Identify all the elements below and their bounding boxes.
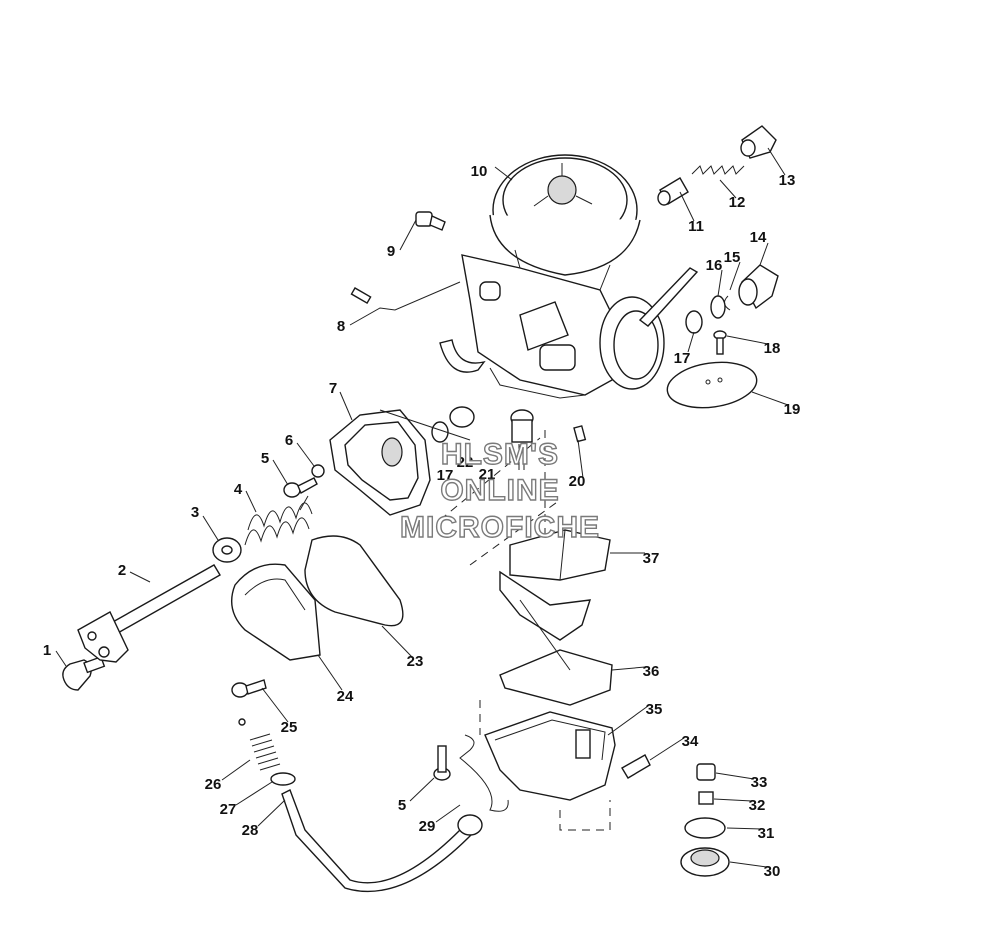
- part-5-screw: [283, 477, 318, 498]
- part-label-p17a: 17: [674, 350, 691, 367]
- part-label-p22: 22: [457, 454, 474, 471]
- part-label-p4: 4: [234, 481, 243, 498]
- watermark-line-1: HLSM'S: [441, 438, 559, 471]
- watermark: HLSM'S ONLINE MICROFICHE: [399, 437, 600, 544]
- part-label-p29: 29: [419, 818, 436, 835]
- part-label-p17b: 17: [437, 467, 454, 484]
- part-label-p36: 36: [643, 663, 660, 680]
- part-23-gasket: [304, 535, 404, 627]
- part-6-washer: [311, 464, 325, 478]
- part-label-p19: 19: [784, 401, 801, 418]
- part-label-p1: 1: [43, 642, 51, 659]
- part-17-ring-b: [431, 421, 449, 443]
- part-label-p14: 14: [750, 229, 767, 246]
- part-label-p2: 2: [118, 562, 126, 579]
- watermark-line-2: ONLINE: [440, 474, 559, 507]
- part-25-screw: [231, 679, 267, 698]
- part-18-screw: [713, 330, 727, 355]
- part-12-spring: [691, 165, 745, 175]
- part-label-p16: 16: [706, 257, 723, 274]
- part-29-wire: [459, 734, 509, 812]
- part-8-pin: [350, 287, 372, 305]
- part-19-plate: [666, 361, 758, 409]
- part-label-p13: 13: [779, 172, 796, 189]
- part-number-labels: 1234567891011121314151617181920172221372…: [43, 163, 801, 880]
- part-35-float-bowl: [484, 711, 616, 801]
- part-label-p24: 24: [337, 688, 354, 705]
- part-label-p31: 31: [758, 825, 775, 842]
- part-label-p20: 20: [569, 473, 586, 490]
- part-36-gasket: [499, 649, 613, 706]
- part-label-p5a: 5: [261, 450, 269, 467]
- o-ring: [449, 406, 475, 428]
- part-17-ring: [685, 310, 703, 334]
- part-16-ring: [710, 295, 726, 319]
- part-11-plunger: [657, 177, 689, 206]
- part-14-sleeve: [738, 264, 779, 310]
- part-26-spring: [238, 718, 281, 771]
- part-20-pin: [573, 425, 587, 443]
- part-7-cover: [329, 409, 431, 516]
- part-label-p15: 15: [724, 249, 741, 266]
- part-label-p23: 23: [407, 653, 424, 670]
- part-3-washer: [212, 537, 242, 563]
- part-34-screw: [621, 754, 651, 779]
- part-label-p18: 18: [764, 340, 781, 357]
- watermark-line-3: MICROFICHE: [400, 511, 600, 544]
- part-label-p28: 28: [242, 822, 259, 839]
- part-30-plug: [680, 847, 730, 877]
- part-9-screw: [415, 211, 446, 231]
- part-label-p30: 30: [764, 863, 781, 880]
- part-label-p7: 7: [329, 380, 337, 397]
- part-label-p32: 32: [749, 797, 766, 814]
- part-label-p3: 3: [191, 504, 199, 521]
- part-label-p35: 35: [646, 701, 663, 718]
- part-2-shaft: [77, 564, 221, 663]
- carburetor-body: [439, 154, 665, 399]
- part-label-p10: 10: [471, 163, 488, 180]
- part-13-nut: [740, 125, 777, 159]
- part-label-p8: 8: [337, 318, 345, 335]
- part-label-p5b: 5: [398, 797, 406, 814]
- leader-lines: [55, 147, 789, 868]
- part-label-p37: 37: [643, 550, 660, 567]
- part-1-screw: [62, 655, 106, 691]
- part-28-cable: [281, 789, 483, 893]
- part-24-cover: [231, 563, 321, 661]
- part-label-p25: 25: [281, 719, 298, 736]
- part-label-p21: 21: [479, 466, 496, 483]
- throttle-shaft: [638, 267, 699, 327]
- part-label-p12: 12: [729, 194, 746, 211]
- part-label-p6: 6: [285, 432, 293, 449]
- part-32-jet: [698, 791, 714, 805]
- part-label-p27: 27: [220, 801, 237, 818]
- part-31-ring: [684, 817, 726, 839]
- part-27-washer: [270, 772, 296, 786]
- part-label-p11: 11: [688, 218, 704, 235]
- part-21-jet: [510, 409, 534, 470]
- part-label-p33: 33: [751, 774, 768, 791]
- part-label-p34: 34: [682, 733, 699, 750]
- part-5-screw-lower: [433, 745, 451, 781]
- alignment-lines: [379, 409, 611, 831]
- part-label-p26: 26: [205, 776, 222, 793]
- part-37-float: [499, 529, 611, 641]
- part-label-p9: 9: [387, 243, 395, 260]
- part-33-cap: [696, 763, 716, 781]
- part-4-spring: [244, 495, 313, 546]
